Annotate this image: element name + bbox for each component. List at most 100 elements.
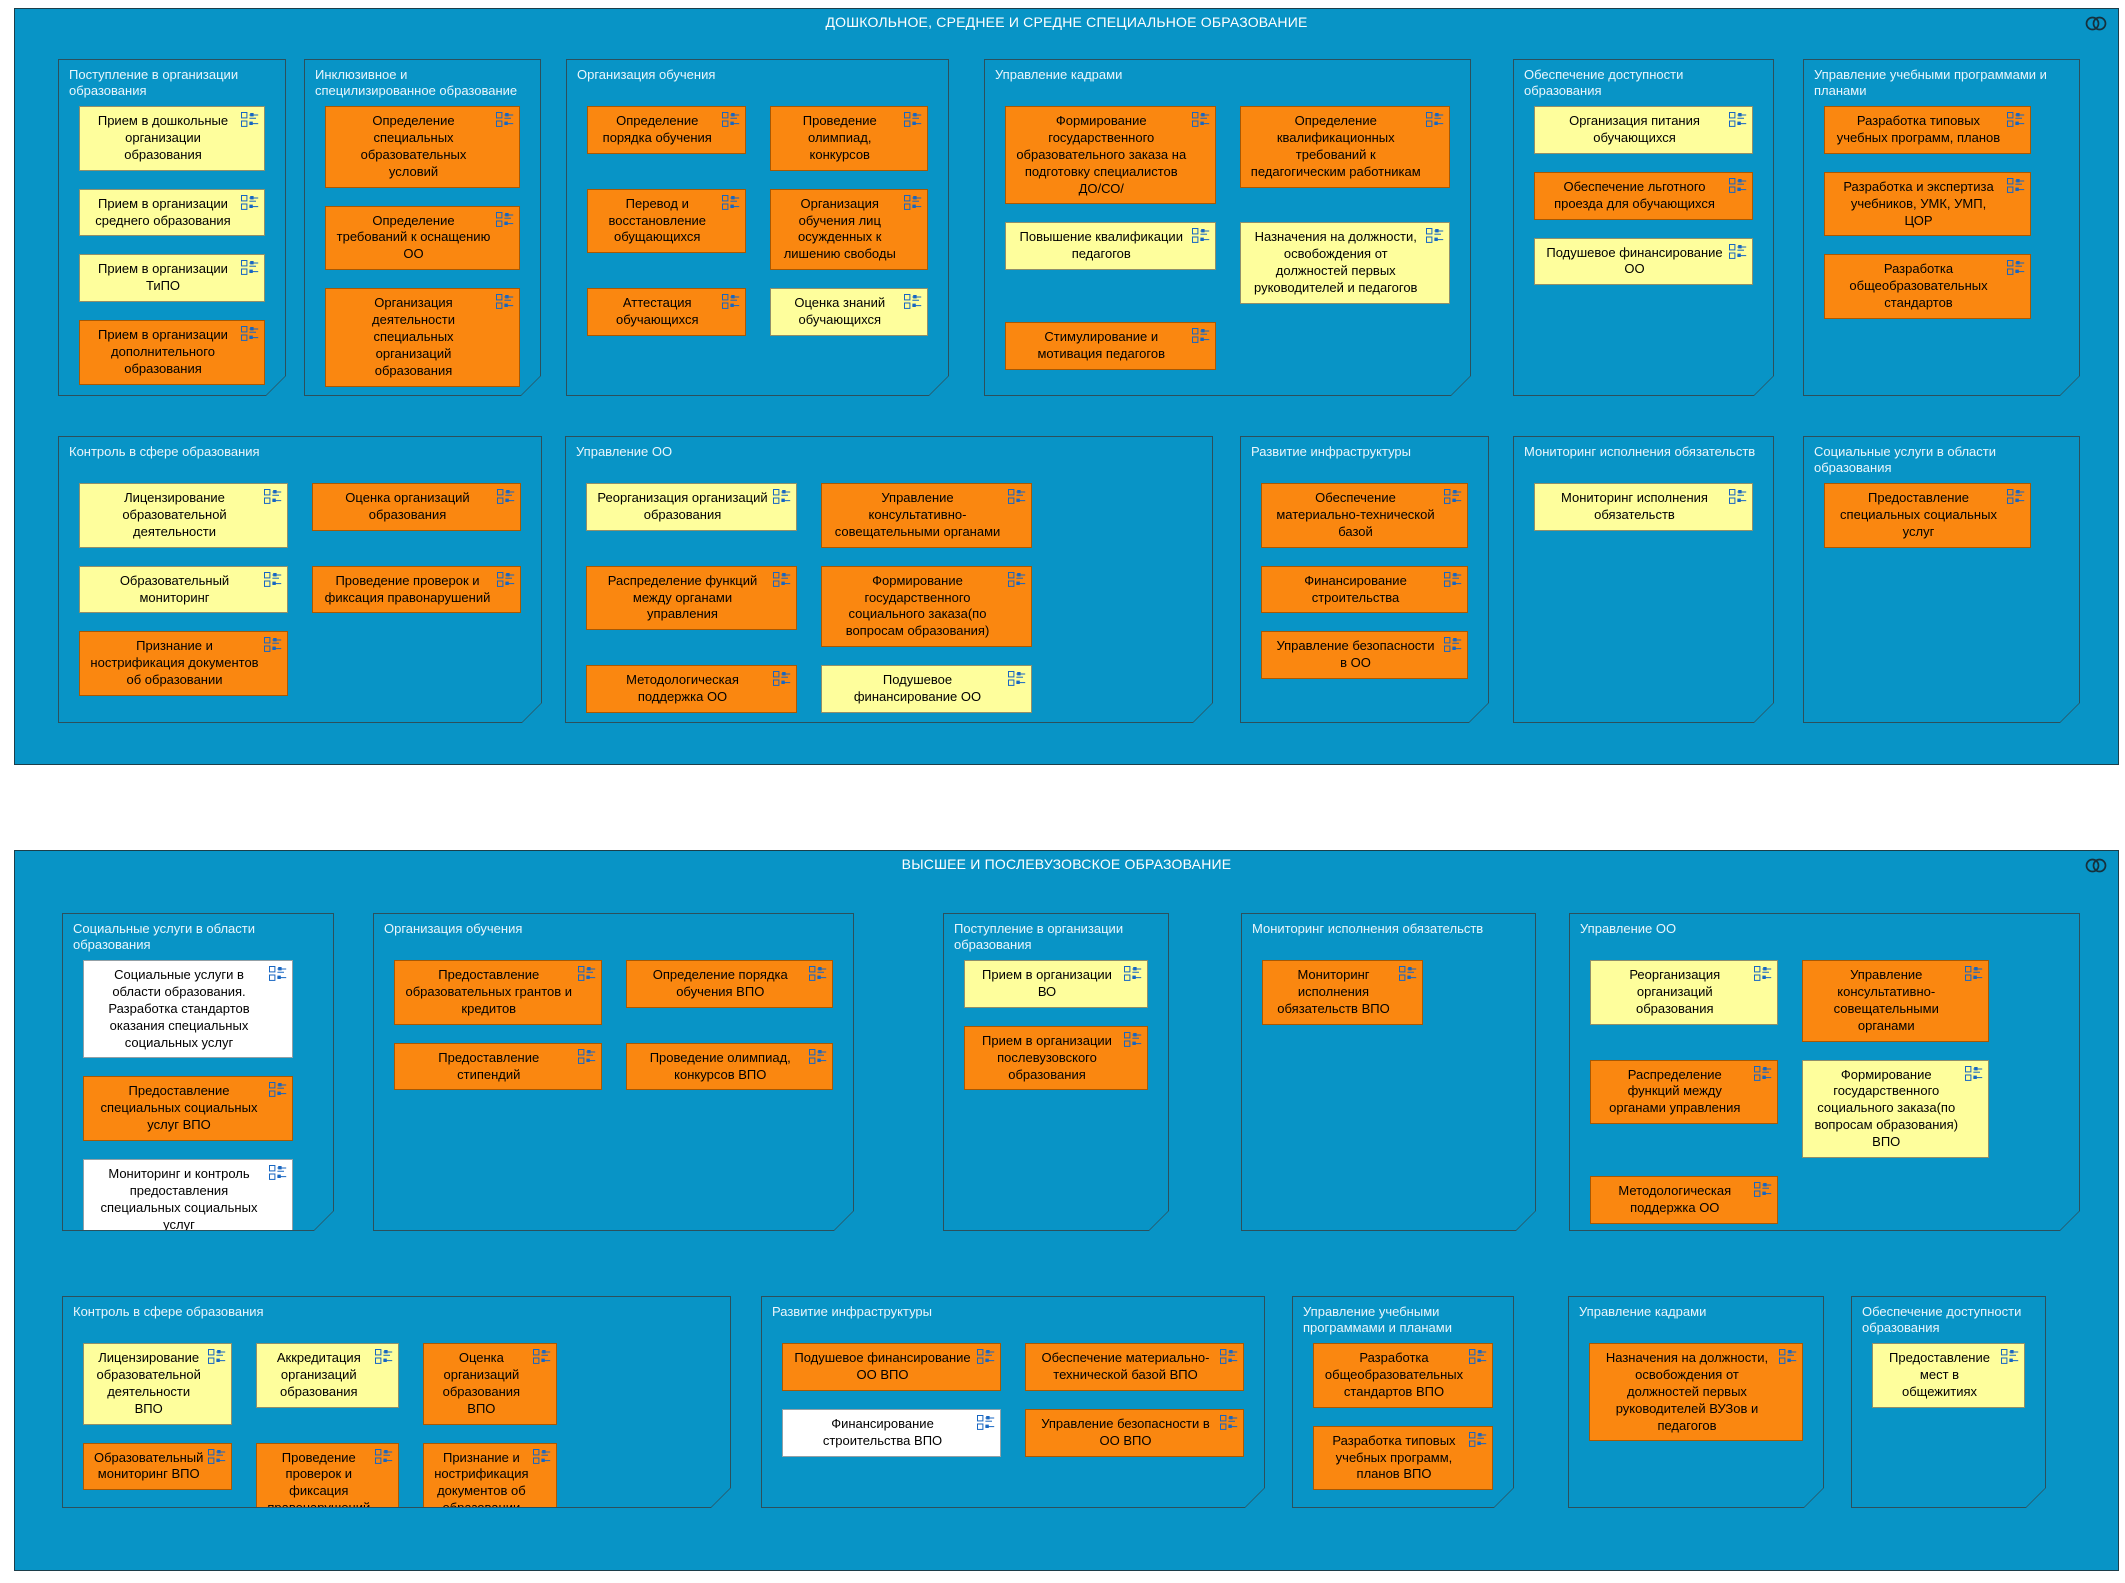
process-box[interactable]: Финансирование строительства [1261, 566, 1468, 614]
process-box[interactable]: Оценка организаций образования ВПО [423, 1343, 557, 1425]
process-box[interactable]: Организация питания обучающихся [1534, 106, 1753, 154]
process-detail-icon[interactable] [269, 966, 287, 981]
process-detail-icon[interactable] [1192, 112, 1210, 127]
process-box[interactable]: Формирование государственного социальног… [821, 566, 1032, 648]
process-box[interactable]: Оценка организаций образования [312, 483, 521, 531]
process-box[interactable]: Определение требований к оснащению ОО [325, 206, 520, 271]
process-detail-icon[interactable] [2007, 260, 2025, 275]
process-detail-icon[interactable] [1124, 966, 1142, 981]
process-box[interactable]: Прием в организации среднего образования [79, 189, 265, 237]
panel[interactable]: ДОШКОЛЬНОЕ, СРЕДНЕЕ И СРЕДНЕ СПЕЦИАЛЬНОЕ… [14, 8, 2119, 765]
process-box[interactable]: Организация деятельности специальных орг… [325, 288, 520, 386]
process-detail-icon[interactable] [1444, 637, 1462, 652]
process-box[interactable]: Методологическая поддержка ОО [1590, 1176, 1778, 1224]
process-detail-icon[interactable] [264, 572, 282, 587]
process-box[interactable]: Предоставление стипендий [394, 1043, 602, 1091]
process-detail-icon[interactable] [1729, 112, 1747, 127]
process-detail-icon[interactable] [264, 489, 282, 504]
process-detail-icon[interactable] [241, 326, 259, 341]
process-box[interactable]: Мониторинг и контроль предоставления спе… [83, 1159, 293, 1241]
process-detail-icon[interactable] [1469, 1349, 1487, 1364]
process-box[interactable]: Мониторинг исполнения обязательств ВПО [1262, 960, 1423, 1025]
process-detail-icon[interactable] [977, 1349, 995, 1364]
process-detail-icon[interactable] [496, 112, 514, 127]
process-box[interactable]: Аттестация обучающихся [587, 288, 746, 336]
process-detail-icon[interactable] [533, 1349, 551, 1364]
process-detail-icon[interactable] [496, 212, 514, 227]
process-box[interactable]: Реорганизация организаций образования [586, 483, 797, 531]
process-box[interactable]: Формирование государственного социальног… [1802, 1060, 1990, 1158]
process-detail-icon[interactable] [2001, 1349, 2019, 1364]
process-detail-icon[interactable] [1729, 489, 1747, 504]
process-box[interactable]: Оценка знаний обучающихся [770, 288, 929, 336]
process-detail-icon[interactable] [1192, 328, 1210, 343]
process-box[interactable]: Разработка типовых учебных программ, пла… [1313, 1426, 1493, 1491]
process-box[interactable]: Управление консультативно-совещательными… [821, 483, 1032, 548]
process-box[interactable]: Признание и нострификация документов об … [79, 631, 288, 696]
process-box[interactable]: Финансирование строительства ВПО [782, 1409, 1001, 1457]
process-box[interactable]: Назначения на должности, освобождения от… [1240, 222, 1451, 304]
process-detail-icon[interactable] [1779, 1349, 1797, 1364]
group[interactable]: Управление учебными программами и планам… [1803, 59, 2080, 396]
process-detail-icon[interactable] [2007, 112, 2025, 127]
process-box[interactable]: Проведение олимпиад, конкурсов ВПО [626, 1043, 834, 1091]
process-detail-icon[interactable] [269, 1165, 287, 1180]
process-box[interactable]: Методологическая поддержка ОО [586, 665, 797, 713]
process-detail-icon[interactable] [1729, 178, 1747, 193]
process-detail-icon[interactable] [904, 112, 922, 127]
process-detail-icon[interactable] [773, 671, 791, 686]
process-box[interactable]: Подушевое финансирование ОО ВПО [782, 1343, 1001, 1391]
process-detail-icon[interactable] [1444, 489, 1462, 504]
process-detail-icon[interactable] [1754, 1066, 1772, 1081]
process-box[interactable]: Признание и нострификация документов об … [423, 1443, 557, 1541]
process-box[interactable]: Предоставление образовательных грантов и… [394, 960, 602, 1025]
process-box[interactable]: Проведение олимпиад, конкурсов [770, 106, 929, 171]
process-box[interactable]: Подушевое финансирование ОО [821, 665, 1032, 713]
process-box[interactable]: Управление консультативно-совещательными… [1802, 960, 1990, 1042]
process-box[interactable]: Образовательный мониторинг [79, 566, 288, 614]
process-detail-icon[interactable] [496, 294, 514, 309]
process-detail-icon[interactable] [1220, 1415, 1238, 1430]
process-detail-icon[interactable] [578, 966, 596, 981]
process-detail-icon[interactable] [1220, 1349, 1238, 1364]
process-detail-icon[interactable] [1399, 966, 1417, 981]
process-detail-icon[interactable] [497, 489, 515, 504]
group[interactable]: Управление учебными программами и планам… [1292, 1296, 1514, 1508]
process-box[interactable]: Перевод и восстановление обущающихся [587, 189, 746, 254]
process-box[interactable]: Лицензирование образовательной деятельно… [79, 483, 288, 548]
linked-circles-icon[interactable] [2082, 15, 2110, 32]
process-detail-icon[interactable] [904, 294, 922, 309]
process-detail-icon[interactable] [375, 1349, 393, 1364]
process-box[interactable]: Социальные услуги в области образования.… [83, 960, 293, 1058]
process-detail-icon[interactable] [1124, 1032, 1142, 1047]
process-box[interactable]: Разработка общеобразовательных стандарто… [1313, 1343, 1493, 1408]
process-detail-icon[interactable] [1444, 572, 1462, 587]
process-detail-icon[interactable] [1426, 228, 1444, 243]
process-box[interactable]: Организация обучения лиц осужденных к ли… [770, 189, 929, 271]
process-detail-icon[interactable] [241, 112, 259, 127]
process-box[interactable]: Прием в организации дополнительного обра… [79, 320, 265, 385]
process-box[interactable]: Прием в организации ВО [964, 960, 1148, 1008]
process-box[interactable]: Проведение проверок и фиксация правонару… [312, 566, 521, 614]
process-detail-icon[interactable] [722, 195, 740, 210]
process-detail-icon[interactable] [773, 489, 791, 504]
process-box[interactable]: Определение порядка обучения ВПО [626, 960, 834, 1008]
process-box[interactable]: Предоставление специальных социальных ус… [1824, 483, 2031, 548]
group[interactable]: Инклюзивное и специлизированное образова… [304, 59, 541, 396]
process-box[interactable]: Прием в организации послевузовского обра… [964, 1026, 1148, 1091]
